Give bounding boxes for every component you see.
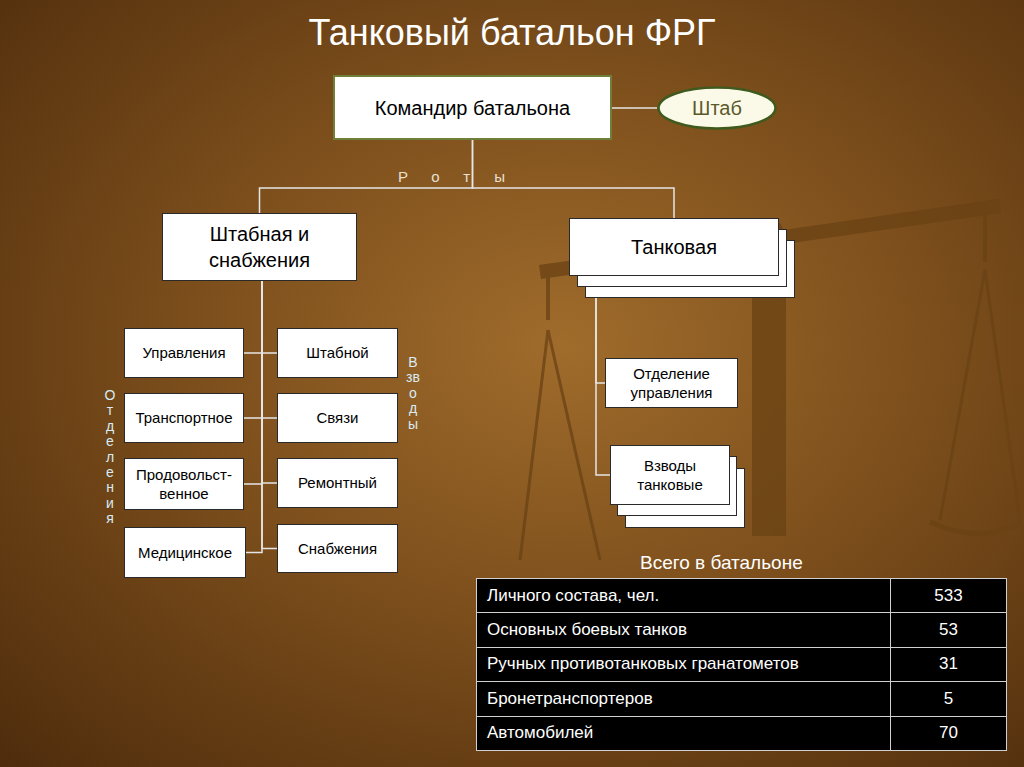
- org-box: Снабжения: [277, 524, 398, 573]
- table-heading: Всего в батальоне: [640, 552, 803, 574]
- connector-line: [262, 281, 277, 353]
- node-text: Транспортное: [135, 408, 232, 428]
- org-box: Медицинское: [124, 527, 246, 578]
- org-box: Ремонтный: [277, 458, 398, 508]
- node-text: Снабжения: [298, 539, 377, 559]
- vertical-label: Отделения: [103, 388, 117, 527]
- table-cell: Основных боевых танков: [476, 612, 891, 647]
- ellipse-shape: [659, 88, 776, 129]
- node-text: Штабной: [306, 343, 368, 363]
- connector-line: [246, 281, 262, 553]
- table-cell: Автомобилей: [476, 716, 891, 751]
- org-box: Штабной: [277, 328, 398, 378]
- edge-group-label: Роты: [398, 168, 529, 185]
- node-text: Ремонтный: [298, 473, 377, 493]
- node-text: Штаб: [692, 95, 742, 121]
- node-text: Медицинское: [138, 543, 232, 563]
- table-cell: Личного состава, чел.: [476, 578, 891, 613]
- org-box: Штабная и снабжения: [162, 213, 357, 281]
- node-text: Командир батальона: [375, 95, 570, 121]
- connector-line: [244, 281, 262, 484]
- table-cell: Бронетранспортеров: [476, 681, 891, 716]
- table-cell: 31: [890, 647, 1007, 682]
- connector-line: [262, 281, 277, 483]
- connector-line: [262, 281, 277, 418]
- vertical-label: Взводы: [406, 355, 420, 432]
- org-box: Отделение управления: [605, 358, 738, 408]
- node-text: Отделение управления: [612, 364, 731, 403]
- staff-ellipse: Штаб: [657, 86, 777, 130]
- node-text: Связи: [316, 408, 358, 428]
- table-cell: 5: [890, 681, 1007, 716]
- org-box: Командир батальона: [333, 75, 612, 140]
- node-text: Танковая: [631, 234, 717, 260]
- table-cell: 53: [890, 612, 1007, 647]
- node-text: Штабная и снабжения: [169, 221, 350, 273]
- org-box: Связи: [277, 393, 398, 443]
- connector-line: [612, 107, 657, 109]
- connector-line: [262, 281, 277, 549]
- org-box: Транспортное: [124, 393, 244, 443]
- connector-line: [596, 298, 605, 383]
- table-cell: 70: [890, 716, 1007, 751]
- org-box: Взводы танковые: [610, 445, 730, 505]
- diagram-title: Танковый батальон ФРГ: [0, 12, 1024, 54]
- org-box: Продовольст- венное: [124, 458, 244, 510]
- connector-line: [244, 281, 262, 418]
- org-box: Танковая: [569, 218, 779, 276]
- table-cell: Ручных противотанковых гранатометов: [476, 647, 891, 682]
- node-text: Продовольст- венное: [131, 465, 237, 504]
- table-cell: 533: [890, 578, 1007, 613]
- org-box: Управления: [124, 328, 244, 378]
- node-text: Управления: [142, 343, 225, 363]
- node-text: Взводы танковые: [617, 456, 723, 495]
- connector-line: [244, 281, 262, 353]
